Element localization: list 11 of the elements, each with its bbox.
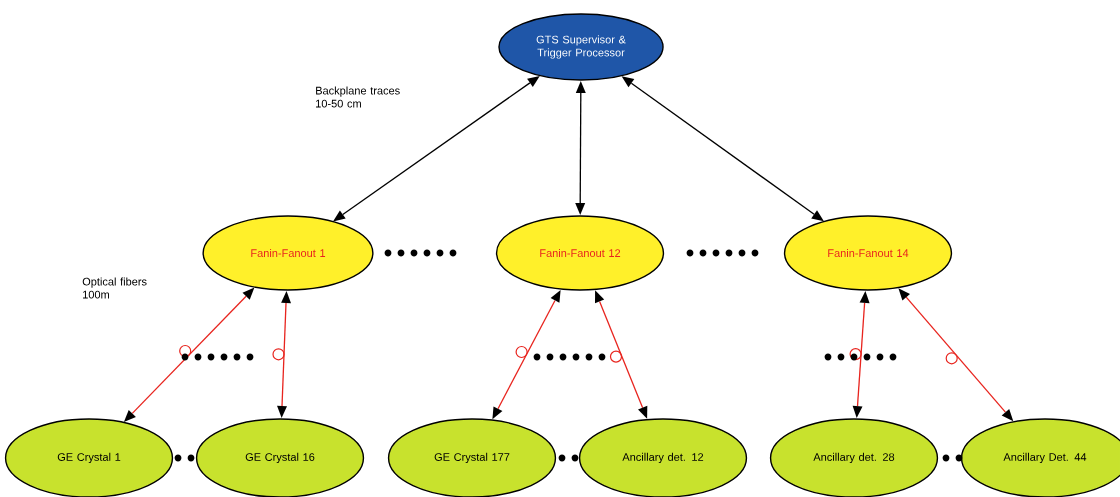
arrow xyxy=(277,291,291,418)
arrow xyxy=(575,81,586,215)
arrow xyxy=(852,291,870,418)
arrow xyxy=(595,290,648,419)
arrow xyxy=(898,288,1014,422)
note-text: Optical fibers 100m xyxy=(82,277,147,299)
arrow xyxy=(123,287,255,422)
arrow xyxy=(333,76,540,222)
note-text: Backplane traces 10-50 cm xyxy=(316,86,400,108)
arrow xyxy=(621,76,824,222)
arrow xyxy=(492,289,561,420)
